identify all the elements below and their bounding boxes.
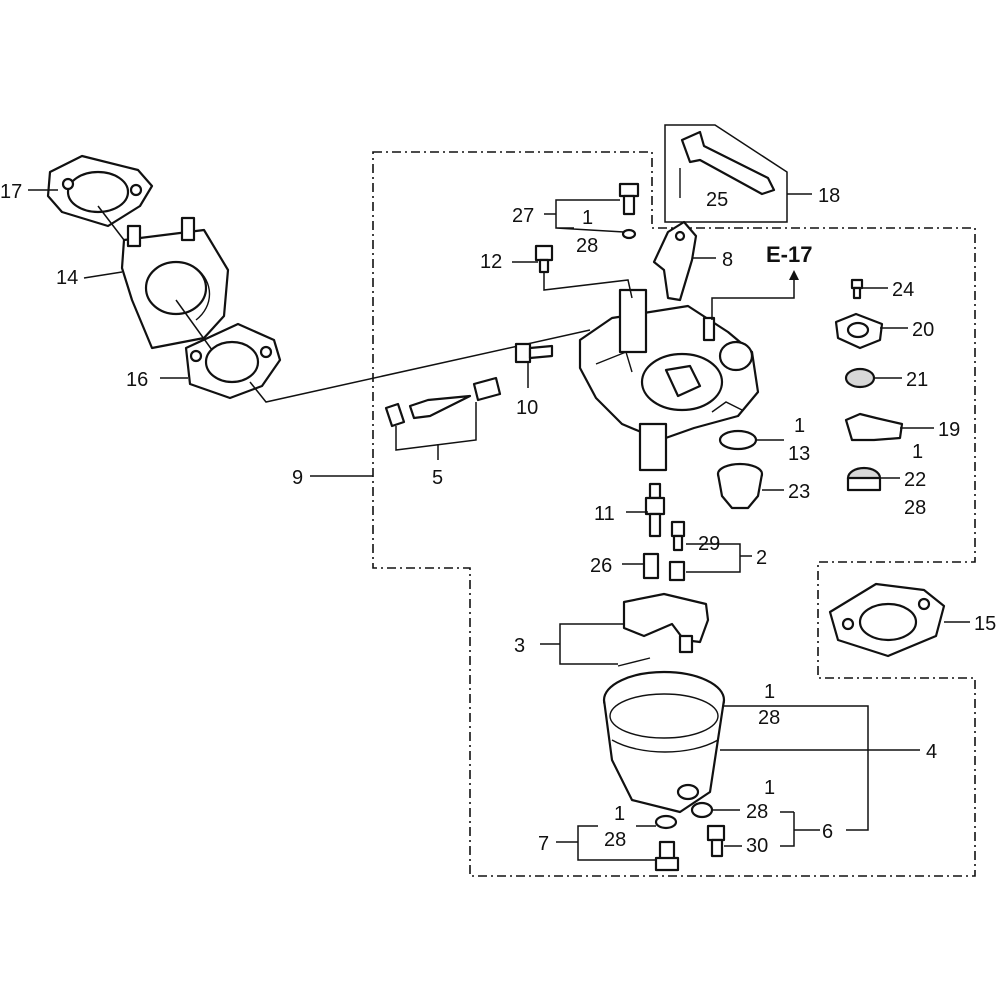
- part-4-float-bowl: [602, 670, 726, 814]
- label-13: 13: [788, 443, 810, 465]
- label-1-13: 1: [794, 415, 805, 437]
- label-1-27: 1: [582, 207, 593, 229]
- part-16-gasket: [184, 322, 282, 400]
- part-18-boundary: [664, 124, 788, 223]
- part-5-pilot-screw-set: [384, 376, 502, 428]
- label-28-27: 28: [576, 235, 598, 257]
- leader-3-bracket: [540, 623, 624, 665]
- leader-14: [83, 271, 123, 279]
- label-16: 16: [126, 369, 148, 391]
- label-24: 24: [892, 279, 914, 301]
- part-10-screw: [514, 342, 554, 364]
- label-6: 6: [822, 821, 833, 843]
- label-15: 15: [974, 613, 996, 635]
- alignment-line-16-body: [249, 329, 591, 403]
- part-2-spring: [668, 560, 686, 582]
- part-28-washer-bowl: [690, 801, 714, 819]
- label-5: 5: [432, 467, 443, 489]
- label-3: 3: [514, 635, 525, 657]
- label-4: 4: [926, 741, 937, 763]
- label-29: 29: [698, 533, 720, 555]
- label-2: 2: [756, 547, 767, 569]
- part-24-screw: [850, 278, 864, 300]
- leader-2-bracket: [686, 543, 752, 573]
- label-1-6: 1: [764, 777, 775, 799]
- part-15-gasket: [828, 582, 946, 658]
- label-1-4: 1: [764, 681, 775, 703]
- alignment-line-14-16: [175, 299, 213, 351]
- label-17: 17: [0, 181, 22, 203]
- label-28-22: 28: [904, 497, 926, 519]
- label-28-6: 28: [746, 801, 768, 823]
- label-12: 12: [480, 251, 502, 273]
- label-28-4: 28: [758, 707, 780, 729]
- label-7: 7: [538, 833, 549, 855]
- label-1-22: 1: [912, 441, 923, 463]
- bracket-5: [395, 402, 477, 451]
- label-27: 27: [512, 205, 534, 227]
- part-30-drain-bolt: [706, 824, 726, 858]
- leader-6-bracket: [724, 705, 869, 847]
- label-e17: E-17: [766, 242, 812, 267]
- label-25: 25: [706, 189, 728, 211]
- leader-e17-arrow: [789, 270, 799, 280]
- part-11-needle-jet: [644, 482, 666, 538]
- part-29-main-jet: [670, 520, 686, 552]
- leader-27-bracket: [544, 199, 625, 233]
- label-26: 26: [590, 555, 612, 577]
- part-26-jet: [642, 552, 660, 580]
- part-19-lever: [844, 412, 904, 442]
- label-20: 20: [912, 319, 934, 341]
- label-23: 23: [788, 481, 810, 503]
- part-20-cover: [834, 312, 884, 350]
- assembly-9-boundary: [372, 151, 976, 877]
- label-22: 22: [904, 469, 926, 491]
- leader-7-bracket: [556, 825, 656, 861]
- part-3-float: [617, 592, 710, 667]
- label-28-7: 28: [604, 829, 626, 851]
- label-21: 21: [906, 369, 928, 391]
- label-14: 14: [56, 267, 78, 289]
- alignment-line-17: [97, 205, 125, 241]
- part-23-valve-seat: [716, 462, 764, 510]
- label-8: 8: [722, 249, 733, 271]
- part-13-o-ring: [718, 429, 758, 451]
- label-10: 10: [516, 397, 538, 419]
- label-19: 19: [938, 419, 960, 441]
- label-9: 9: [292, 467, 303, 489]
- part-28-washer-bottom: [654, 814, 678, 830]
- part-22-spring: [846, 466, 882, 492]
- label-30: 30: [746, 835, 768, 857]
- part-21-seal: [844, 367, 876, 389]
- part-14-insulator: [120, 216, 230, 350]
- alignment-line-12: [543, 268, 633, 299]
- part-17-gasket: [46, 154, 154, 228]
- label-18: 18: [818, 185, 840, 207]
- part-25-choke-lever: [679, 130, 776, 198]
- part-8: [652, 220, 698, 302]
- carburetor-body: [578, 288, 760, 472]
- part-27-screw: [618, 182, 640, 216]
- label-11: 11: [594, 503, 615, 525]
- part-12-screw: [534, 244, 554, 274]
- part-28-washer-top: [621, 228, 637, 240]
- part-7-screw: [654, 840, 680, 872]
- label-1-7: 1: [614, 803, 625, 825]
- leader-e17: [711, 274, 795, 320]
